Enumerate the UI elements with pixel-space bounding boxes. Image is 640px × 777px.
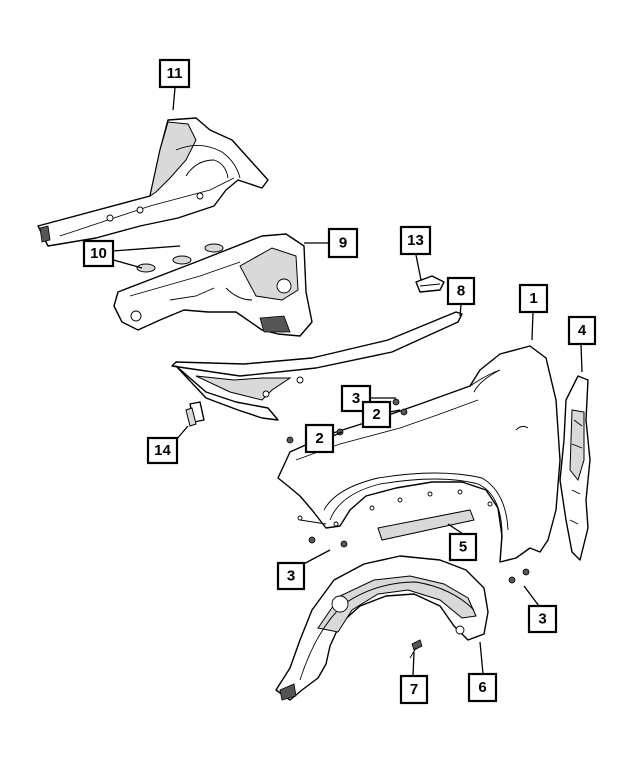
part-13-bracket (415, 275, 445, 293)
part-6-wheelhouse-liner (275, 555, 489, 701)
callout-7: 7 (399, 674, 429, 705)
callout-label: 9 (339, 235, 347, 252)
fastener-bolt (286, 436, 294, 444)
callout-label: 4 (578, 322, 587, 339)
callout-label: 14 (154, 442, 171, 459)
callout-label: 2 (315, 430, 323, 447)
part-5-molding (377, 509, 475, 541)
fastener-bolt (400, 408, 408, 416)
callout-8: 8 (446, 276, 476, 306)
callout-label: 5 (459, 539, 467, 556)
callout-9: 9 (327, 227, 359, 259)
part-14-bracket (185, 401, 205, 427)
callout-3-top: 3 (340, 384, 372, 413)
callout-4: 4 (567, 315, 597, 346)
callout-label: 3 (538, 611, 546, 628)
callout-label: 13 (407, 232, 424, 249)
callout-label: 3 (352, 390, 360, 407)
callout-2-left: 2 (304, 423, 335, 454)
part-10-plugs (136, 243, 224, 273)
part-9-cowl-panel (113, 233, 313, 337)
fastener-nut (340, 540, 348, 548)
part-7-screw (409, 639, 423, 659)
callout-label: 11 (167, 65, 183, 82)
callout-3-right: 3 (527, 604, 558, 634)
fastener-bolt (392, 398, 400, 406)
callout-11: 11 (158, 58, 191, 89)
part-1-fender (277, 345, 561, 563)
callout-13: 13 (399, 225, 432, 256)
callout-5: 5 (448, 532, 478, 562)
fastener-nut (508, 576, 516, 584)
part-8-support-rail (171, 311, 463, 421)
part-11-apron-rail (37, 117, 269, 247)
callout-3-left: 3 (276, 561, 306, 591)
callout-10: 10 (82, 239, 115, 268)
fastener-nut (522, 568, 530, 576)
callout-1: 1 (518, 283, 549, 314)
fastener-nut (308, 536, 316, 544)
callout-label: 7 (410, 681, 418, 698)
callout-label: 10 (90, 245, 107, 262)
callout-6: 6 (467, 672, 498, 703)
fasteners (286, 398, 530, 659)
callout-label: 6 (478, 679, 486, 696)
callout-2-right: 2 (361, 400, 392, 429)
callout-label: 1 (529, 290, 537, 307)
callout-14: 14 (146, 436, 179, 465)
callout-label: 8 (457, 283, 465, 300)
part-4-bracket (559, 375, 591, 561)
callout-label: 3 (287, 568, 295, 585)
callout-label: 2 (372, 406, 380, 423)
